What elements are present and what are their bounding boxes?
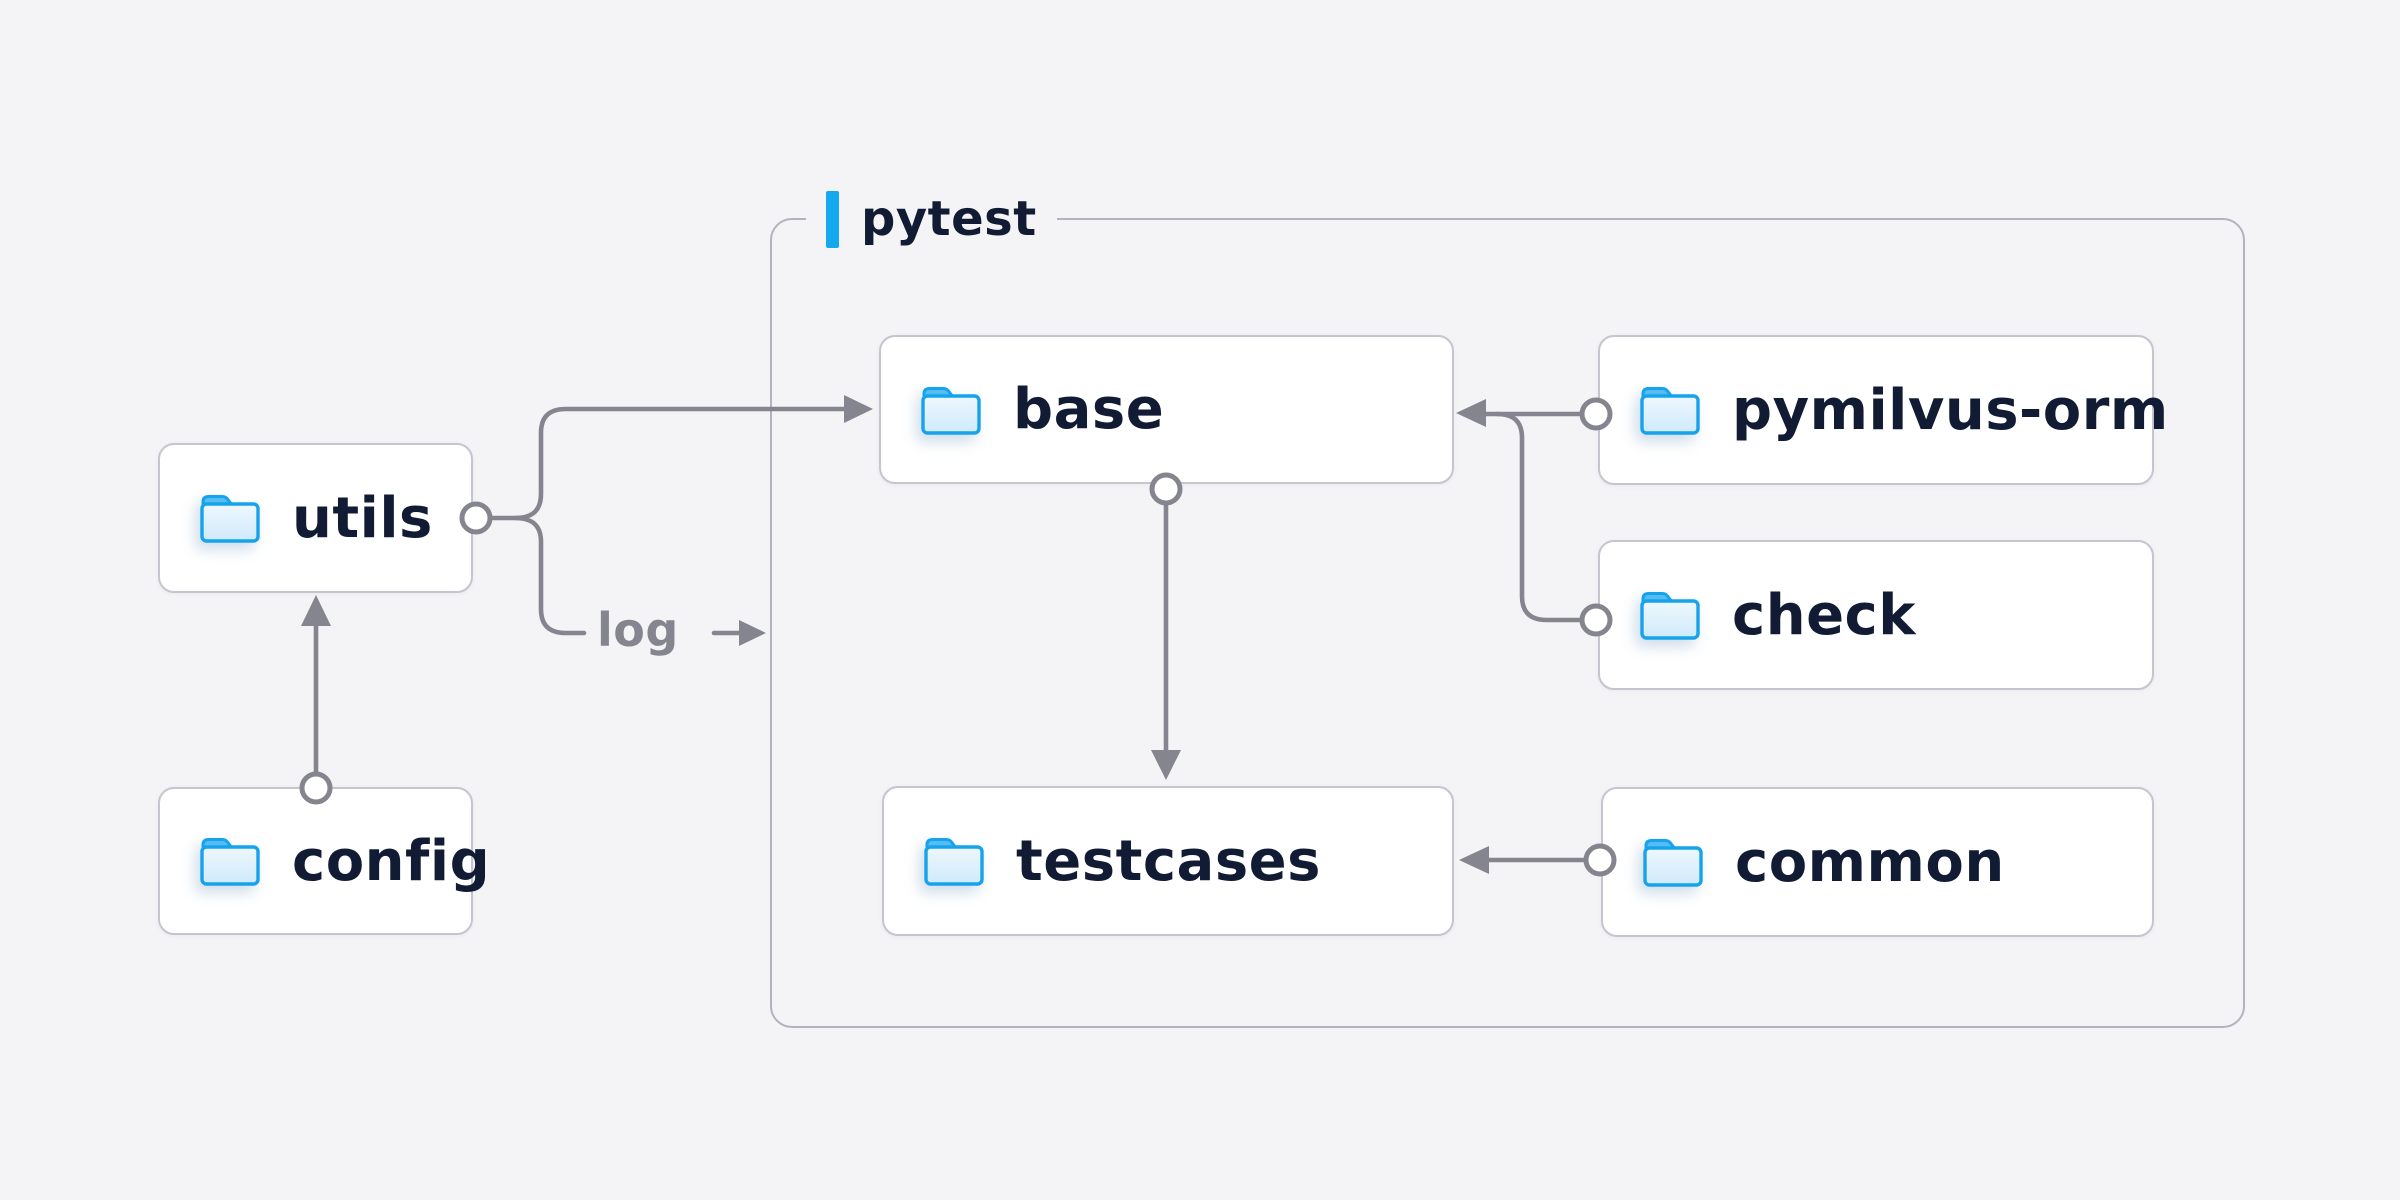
folder-icon [924, 838, 984, 886]
node-label-check: check [1732, 582, 1916, 648]
node-pymilvus-orm: pymilvus-orm [1598, 335, 2168, 485]
node-label-utils: utils [292, 485, 433, 551]
arrowhead-right-small-icon [739, 620, 766, 646]
group-title: pytest [861, 191, 1037, 247]
group-pytest-label: pytest [806, 189, 1057, 249]
node-label-common: common [1735, 829, 2005, 895]
node-common: common [1601, 787, 2154, 937]
folder-icon [200, 838, 260, 886]
folder-icon [1643, 839, 1703, 887]
node-label-config: config [292, 828, 491, 894]
accent-bar-icon [826, 190, 839, 248]
node-utils: utils [158, 443, 473, 593]
arrowhead-up-icon [301, 595, 331, 626]
node-check: check [1598, 540, 2154, 690]
folder-icon [1640, 387, 1700, 435]
folder-icon [1640, 592, 1700, 640]
group-pytest: pytest base pymilvus-orm check [770, 189, 2245, 1028]
folder-icon [921, 386, 981, 435]
node-label-testcases: testcases [1016, 828, 1321, 894]
edge-label-log: log [597, 603, 679, 657]
node-label-pymilvus-orm: pymilvus-orm [1732, 377, 2169, 443]
edge-utils-to-log [512, 515, 587, 636]
node-testcases: testcases [882, 786, 1454, 936]
node-base: base [879, 335, 1454, 484]
folder-icon [200, 495, 260, 543]
node-config: config [158, 787, 490, 935]
node-label-base: base [1013, 377, 1165, 442]
